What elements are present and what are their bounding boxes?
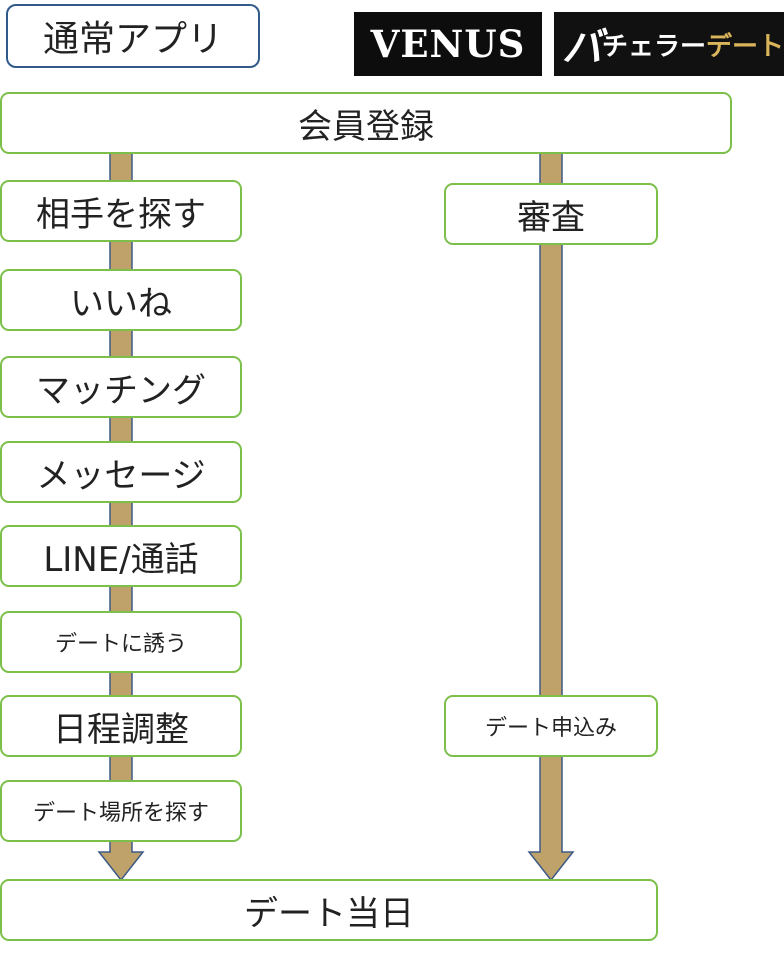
step-date-application: デート申込み — [444, 695, 658, 757]
step-matching: マッチング — [0, 356, 242, 418]
step-label: デート申込み — [484, 716, 617, 741]
legend-normal-app: 通常アプリ — [6, 4, 260, 68]
left-flow-arrow — [97, 152, 145, 882]
step-label: LINE/通話 — [43, 539, 199, 580]
right-flow-arrow — [527, 152, 575, 882]
step-label: デートに誘う — [54, 632, 187, 657]
step-like: いいね — [0, 269, 242, 331]
step-line-call: LINE/通話 — [0, 525, 242, 587]
step-label: 日程調整 — [53, 709, 189, 750]
bachelor-logo-first: バ — [562, 25, 602, 71]
bachelor-logo-last: デート — [706, 31, 784, 62]
step-invite-date: デートに誘う — [0, 611, 242, 673]
step-label: 審査 — [517, 197, 585, 238]
step-schedule: 日程調整 — [0, 695, 242, 757]
step-member-registration: 会員登録 — [0, 92, 732, 154]
step-label: マッチング — [36, 370, 206, 411]
step-find-date-place: デート場所を探す — [0, 780, 242, 842]
step-label: 会員登録 — [298, 106, 434, 147]
bachelor-date-logo: バ チェラー デート — [554, 12, 784, 76]
step-screening: 審査 — [444, 183, 658, 245]
venus-logo-text: VENUS — [370, 22, 526, 66]
step-find-partner: 相手を探す — [0, 180, 242, 242]
venus-logo: VENUS — [354, 12, 542, 76]
step-label: いいね — [70, 283, 172, 324]
step-date-day: デート当日 — [0, 879, 658, 941]
step-label: メッセージ — [36, 455, 206, 496]
bachelor-logo-middle: チェラー — [602, 31, 707, 62]
step-label: デート場所を探す — [32, 801, 209, 826]
step-label: 相手を探す — [36, 194, 206, 235]
step-message: メッセージ — [0, 441, 242, 503]
step-label: デート当日 — [244, 893, 414, 934]
legend-normal-app-label: 通常アプリ — [42, 19, 223, 60]
